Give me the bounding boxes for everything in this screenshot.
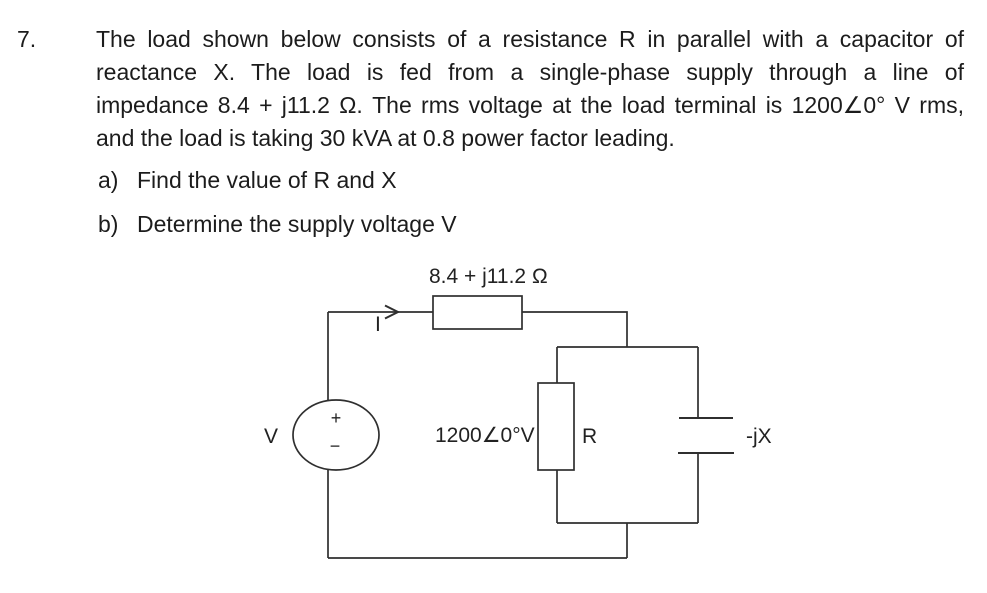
problem-number: 7. <box>17 26 37 52</box>
voltage-source-circle <box>292 399 380 471</box>
line-impedance-label: 8.4 + j11.2 Ω <box>429 265 548 288</box>
current-arrow-icon <box>384 304 401 320</box>
statement-line: impedance 8.4 + j11.2 Ω. The rms voltage… <box>96 92 964 118</box>
statement-line: The load shown below consists of a resis… <box>96 26 964 52</box>
circuit-wires-group <box>292 295 734 559</box>
terminal-voltage-label: 1200∠0°V <box>435 424 535 447</box>
part-a-text: Find the value of R and X <box>137 167 397 193</box>
question-part-b: b) Determine the supply voltage V <box>98 208 457 241</box>
source-voltage-label: V <box>264 425 279 448</box>
resistor-box <box>537 382 575 471</box>
statement-line: and the load is taking 30 kVA at 0.8 pow… <box>96 125 675 151</box>
current-label: I <box>375 313 381 336</box>
part-a-label: a) <box>98 167 119 193</box>
source-minus-sign: − <box>329 436 341 456</box>
source-plus-sign: + <box>330 408 342 428</box>
statement-line: reactance X. The load is fed from a sing… <box>96 59 964 85</box>
resistor-label: R <box>582 425 598 448</box>
problem-statement: The load shown below consists of a resis… <box>96 23 964 155</box>
capacitor-label: -jX <box>746 425 772 448</box>
question-part-a: a) Find the value of R and X <box>98 164 397 197</box>
part-b-label: b) <box>98 211 119 237</box>
line-impedance-box <box>432 295 523 330</box>
part-b-text: Determine the supply voltage V <box>137 211 457 237</box>
wire-top-right <box>522 311 628 347</box>
